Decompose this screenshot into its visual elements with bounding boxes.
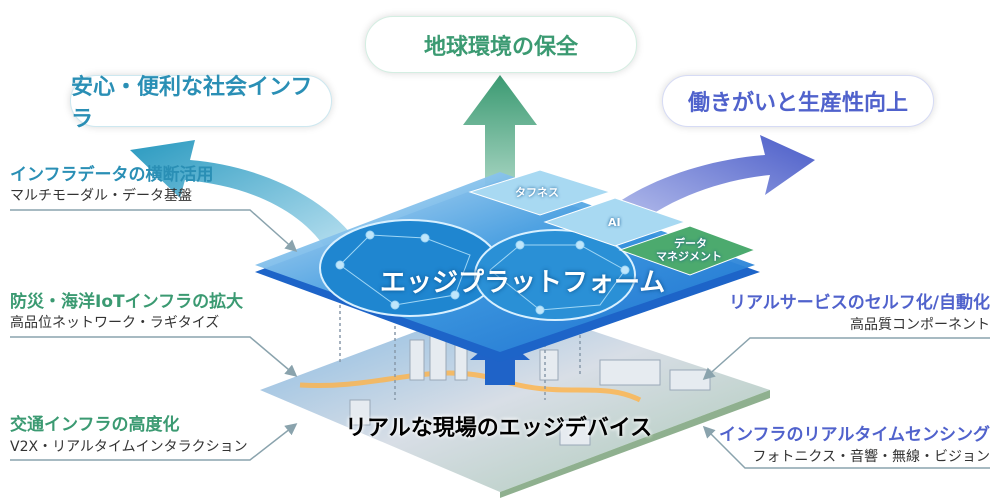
- goal-social-infrastructure: 安心・便利な社会インフラ: [70, 75, 332, 132]
- tile-data-label: データ: [674, 237, 707, 250]
- left-item-heading: 防災・海洋IoTインフラの拡大: [10, 292, 244, 312]
- left-item-sub: V2X・リアルタイムインタラクション: [10, 439, 248, 455]
- left-item-sub: 高品位ネットワーク・ラギタイズ: [10, 315, 220, 331]
- field-title: リアルな現場のエッジデバイス: [345, 416, 653, 441]
- tile-toughness: [468, 169, 612, 216]
- goal-environment: 地球環境の保全: [365, 16, 637, 73]
- leader-line: [10, 209, 298, 252]
- tile-ai-label: AI: [608, 216, 621, 229]
- leader-line: [702, 425, 990, 469]
- green-arrow: [463, 75, 537, 230]
- field-layer: [260, 300, 770, 492]
- leader-line: [702, 337, 990, 380]
- left-item-heading: 交通インフラの高度化: [10, 415, 180, 435]
- left-item-heading: インフラデータの横断活用: [10, 165, 214, 185]
- tile-data-management: [618, 225, 757, 276]
- right-item-sub: 高品質コンポーネント: [850, 317, 990, 333]
- platform-title: エッジプラットフォーム: [380, 268, 666, 298]
- tile-toughness-label: タフネス: [515, 186, 559, 199]
- right-item-heading: インフラのリアルタイムセンシング: [719, 425, 990, 445]
- network-circle-right: [474, 229, 636, 321]
- goal-productivity: 働きがいと生産性向上: [662, 75, 934, 127]
- right-item-heading: リアルサービスのセルフ化/自動化: [728, 293, 990, 313]
- leader-line: [10, 336, 298, 377]
- teal-arrow: [130, 140, 360, 255]
- leader-line: [10, 423, 298, 461]
- tile-ai: [543, 197, 687, 247]
- left-item-sub: マルチモーダル・データ基盤: [10, 188, 192, 204]
- right-item-sub: フォトニクス・音響・無線・ビジョン: [752, 449, 990, 465]
- tile-management-label: マネジメント: [656, 250, 722, 263]
